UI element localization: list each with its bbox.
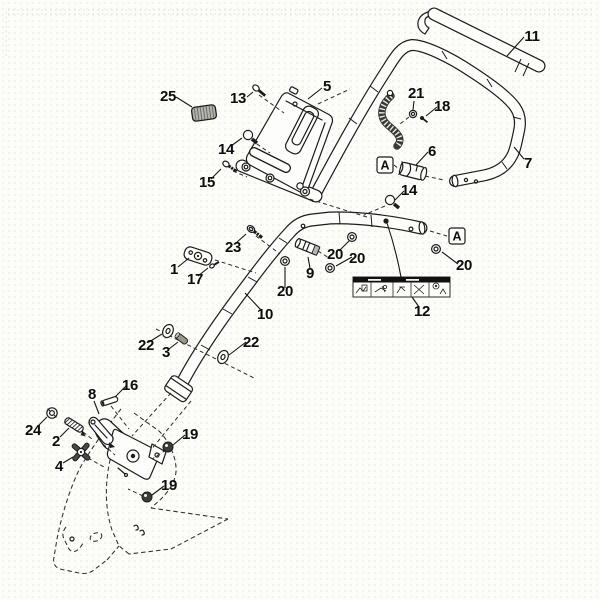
zone-a-letter-right: A [452,230,461,244]
lower-handlebar-tube [164,211,428,403]
callout-2: 2 [52,433,60,450]
callout-19-lower: 19 [161,477,177,494]
callout-20-d: 20 [456,257,472,274]
part-1-clamp-plate [183,246,213,266]
callout-5: 5 [323,78,331,95]
handle-console-panel [235,86,334,203]
part-21-nut [408,109,418,119]
leader-lines [36,36,525,496]
callout-12: 12 [414,303,430,320]
callout-21: 21 [408,85,424,102]
bystander-pictogram [432,282,440,290]
console-slot [284,105,320,155]
part-18-screw [420,116,429,124]
callout-20-a: 20 [327,246,343,263]
callout-labels: 1 2 3 4 5 6 7 8 9 10 11 12 13 14 14 15 1… [25,28,540,494]
callout-22-left: 22 [138,337,154,354]
part-19-cap-nut-lower [141,491,153,503]
blade-hazard-pictogram [396,286,406,294]
warning-pictogram [361,284,368,292]
callout-18: 18 [434,98,450,115]
part-16-pin [100,396,119,407]
callout-9: 9 [306,265,314,282]
console-top-tab [288,86,299,95]
callout-19-upper: 19 [182,426,198,443]
tube-seam-ticks [200,211,373,351]
callout-25: 25 [160,88,176,105]
part-24-flange-nut [46,407,58,419]
callout-3: 3 [162,344,170,361]
part-6-bushing [398,161,428,181]
sticker-header-band [353,277,450,283]
part-13-screw [252,84,267,97]
part-20-nut-d [431,244,442,255]
part-22-washer-left [162,323,174,339]
part-2-spring [64,417,86,437]
part-22-washer-right [217,349,229,365]
callout-14-right: 14 [401,182,418,199]
zone-markers: A A [376,156,466,245]
mower-housing-outline [53,408,229,575]
part-20-nut-b [325,263,336,274]
part-14-ball-stud-right [384,194,401,210]
tube-seam-ticks [348,50,522,170]
part-3-pin [174,332,189,345]
callout-14-left: 14 [218,141,235,158]
callout-6: 6 [428,143,436,160]
callout-1: 1 [170,261,178,278]
hand-hazard-pictogram [374,285,387,293]
callout-24: 24 [25,422,42,439]
callout-13: 13 [230,90,246,107]
part-19-cap-nut-upper [162,441,174,453]
keep-away-pictogram [413,284,425,295]
scan-artifacts [5,9,592,56]
handle-grip [417,7,546,77]
zone-a-letter-left: A [380,159,389,173]
part-20-nut-c [280,256,291,267]
callout-20-c: 20 [277,283,293,300]
part-9-spacer [294,238,321,256]
part-17-screw [209,261,220,269]
callout-11: 11 [524,28,539,45]
console-grip-cutout [249,147,291,173]
callout-8: 8 [88,386,96,403]
grip-hook-end [417,10,435,35]
tube-end-flange [164,375,194,403]
callout-23: 23 [225,239,241,256]
part-15-screw [222,160,238,173]
cable-strap [378,89,404,150]
part-14-ball-stud-left [242,129,259,145]
callout-16: 16 [122,377,138,394]
part-23-screw [246,224,264,239]
part-4-star-knob [71,442,91,462]
callout-10: 10 [257,306,273,323]
callout-20-b: 20 [349,250,365,267]
part-25-grip-pad [190,104,218,122]
read-manual-pictogram [355,286,367,294]
callout-22-right: 22 [243,334,259,351]
label-position-dot [383,218,389,224]
callout-4: 4 [55,458,64,475]
part-20-nut-a [347,232,358,243]
safety-label-sticker [352,276,451,298]
small-parts [46,84,442,503]
zone-a-box-left [376,156,394,174]
callout-15: 15 [199,174,215,191]
zone-a-box-right [448,227,466,245]
part-8-cam-lever [88,416,115,448]
callout-7: 7 [524,155,532,172]
callout-17: 17 [187,271,203,288]
